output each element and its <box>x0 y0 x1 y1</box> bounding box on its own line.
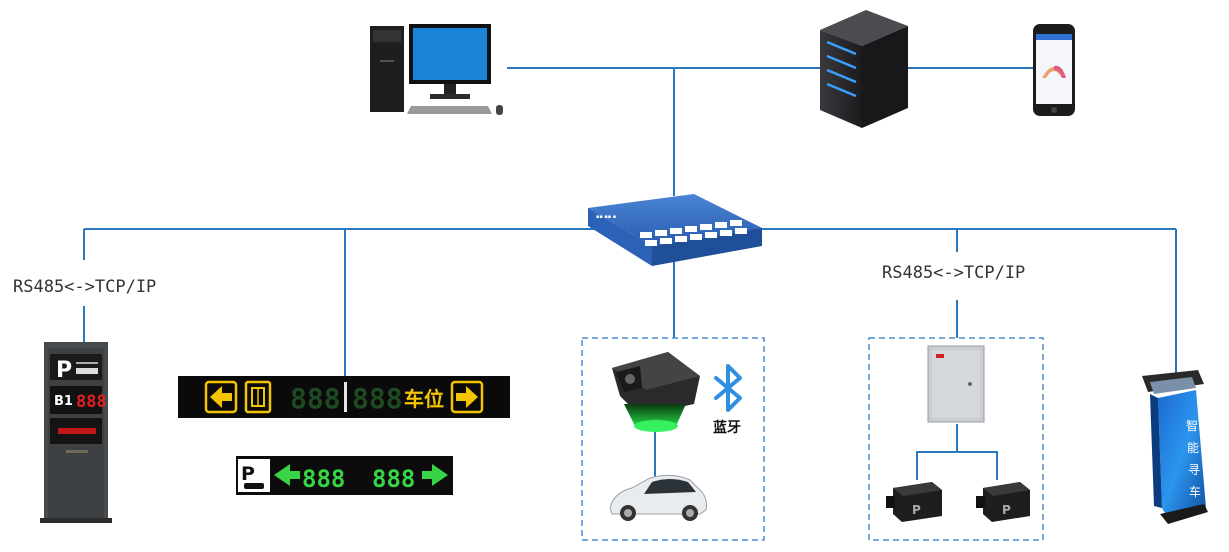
arrow-left-icon <box>204 380 238 414</box>
vehicle-sensor-icon-right: P <box>976 482 1030 522</box>
svg-text:▪▪ ▪▪ ▪: ▪▪ ▪▪ ▪ <box>596 214 616 220</box>
desktop-computer-icon <box>370 24 503 115</box>
svg-text:车: 车 <box>1189 484 1201 499</box>
vehicle-sensor-icon-left: P <box>886 482 942 522</box>
space-digits-right: 888 <box>372 465 415 493</box>
svg-text:能: 能 <box>1187 441 1199 455</box>
protocol-label-left: RS485<->TCP/IP <box>13 277 156 297</box>
svg-text:P: P <box>1002 503 1011 517</box>
bluetooth-label: 蓝牙 <box>713 419 741 436</box>
car-icon <box>609 474 707 521</box>
server-icon <box>820 10 908 128</box>
svg-text:P: P <box>241 463 255 485</box>
camera-group-box <box>581 337 765 541</box>
bluetooth-icon <box>714 364 742 412</box>
space-count-led-sign-icon: P 888 888 <box>236 456 453 495</box>
camera-detector-icon <box>612 352 700 432</box>
terminal-letter: P <box>56 358 72 383</box>
link-sensor-fork <box>916 451 998 480</box>
controller-box-icon <box>927 345 985 423</box>
sensor-group-box <box>868 337 1044 541</box>
terminal-floor: B1 <box>54 394 73 409</box>
svg-text:寻: 寻 <box>1188 463 1200 477</box>
guidance-digits-right: 888 <box>352 382 403 415</box>
elevator-icon <box>244 380 272 414</box>
parking-guidance-terminal-icon: P B1 888 <box>40 342 112 523</box>
svg-text:智: 智 <box>1186 418 1198 433</box>
parking-car-icon: P <box>238 459 270 492</box>
space-digits-left: 888 <box>302 465 345 493</box>
protocol-label-right: RS485<->TCP/IP <box>882 263 1025 283</box>
smartphone-icon <box>1033 24 1075 116</box>
network-switch-icon: ▪▪ ▪▪ ▪ <box>588 194 762 266</box>
arrow-right-icon <box>450 380 484 414</box>
terminal-digits: 888 <box>76 392 107 412</box>
guidance-digits-left: 888 <box>290 382 341 415</box>
guidance-led-sign-icon: 888 888 车位 <box>178 376 510 418</box>
guidance-suffix: 车位 <box>404 387 444 411</box>
query-kiosk-icon: 智 能 寻 车 <box>1142 370 1208 524</box>
svg-text:P: P <box>912 503 921 517</box>
